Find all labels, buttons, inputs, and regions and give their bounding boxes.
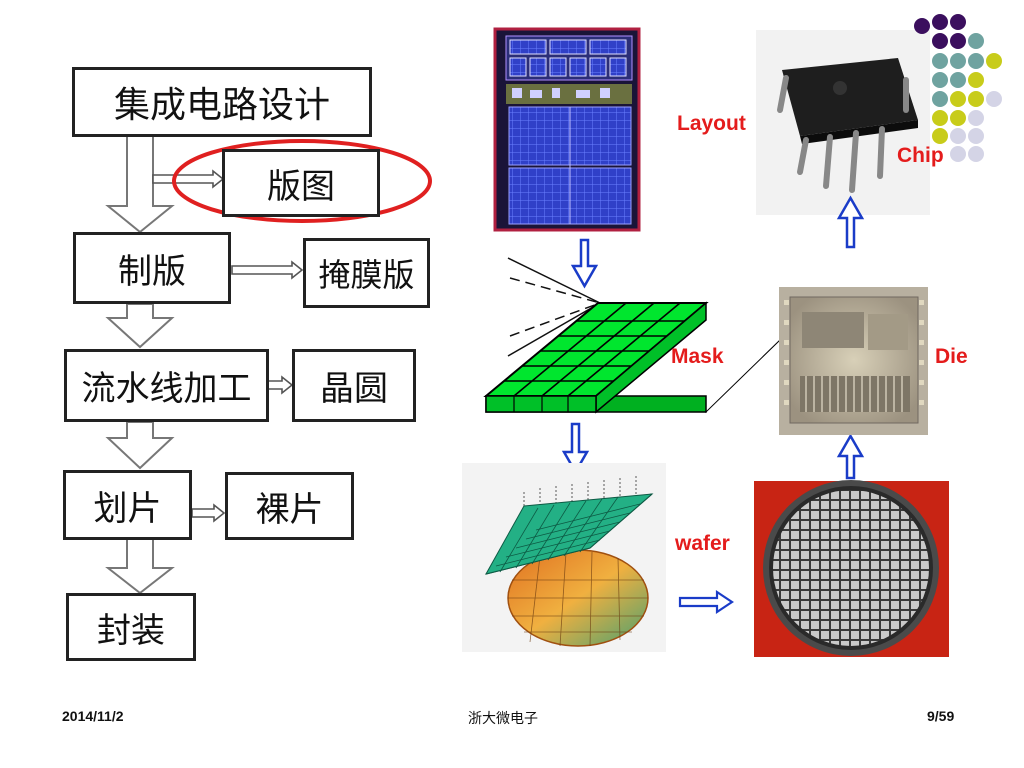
layout-box: 版图 — [222, 149, 380, 217]
chip-label: Chip — [897, 144, 944, 167]
decor-dot — [950, 146, 966, 162]
decor-dot — [932, 33, 948, 49]
layout-to-mask-arrow — [570, 238, 599, 289]
ic-design-box: 集成电路设计 — [72, 67, 372, 137]
decor-dot — [932, 53, 948, 69]
down-arrow-3 — [105, 421, 175, 470]
decor-dot — [968, 53, 984, 69]
decor-dot — [968, 128, 984, 144]
wafer-exposure-illustration — [462, 463, 666, 652]
decor-dot — [914, 18, 930, 34]
down-arrow-2 — [105, 303, 175, 349]
chip-image — [756, 30, 930, 215]
die-photo — [779, 287, 928, 435]
packaging-box: 封装 — [66, 593, 196, 661]
decor-dot — [950, 33, 966, 49]
mask-making-text: 制版 — [118, 251, 186, 292]
die-text: 裸片 — [255, 489, 324, 530]
right-arrow-layout — [152, 169, 225, 189]
ic-design-text: 集成电路设计 — [113, 85, 330, 126]
exposure-to-wafer-arrow — [678, 589, 734, 615]
wafer-label: wafer — [675, 532, 730, 555]
layout-image — [493, 27, 641, 232]
decor-dot — [932, 72, 948, 88]
down-arrow-4 — [105, 537, 175, 595]
decor-dot — [986, 53, 1002, 69]
decor-dot — [986, 91, 1002, 107]
mask-illustration — [483, 257, 819, 414]
decor-dot — [968, 110, 984, 126]
layout-label: Layout — [677, 112, 746, 135]
die-to-chip-arrow — [836, 195, 865, 249]
processing-box: 流水线加工 — [64, 349, 269, 422]
decor-dot — [950, 72, 966, 88]
wafer-box: 晶圆 — [292, 349, 416, 422]
layout-text: 版图 — [267, 166, 335, 207]
decor-dot — [932, 110, 948, 126]
packaging-text: 封装 — [97, 610, 165, 651]
processing-text: 流水线加工 — [81, 369, 252, 409]
mask-text: 掩膜版 — [318, 256, 415, 294]
highlight-ellipse — [172, 139, 432, 223]
die-label: Die — [935, 345, 968, 368]
footer-date: 2014/11/2 — [62, 708, 124, 724]
wafer-text: 晶圆 — [320, 369, 388, 409]
wafer-photo — [754, 480, 949, 657]
footer-org: 浙大微电子 — [468, 710, 538, 726]
mask-to-wafer-arrow — [561, 422, 590, 475]
decor-dot — [968, 91, 984, 107]
right-arrow-wafer — [267, 375, 294, 395]
right-arrow-mask — [231, 260, 304, 280]
decor-dot — [950, 128, 966, 144]
dicing-text: 划片 — [93, 488, 162, 529]
down-arrow-1 — [105, 135, 175, 234]
die-box: 裸片 — [225, 472, 354, 540]
decor-dot — [950, 14, 966, 30]
dicing-box: 划片 — [63, 470, 192, 540]
decor-dot — [968, 146, 984, 162]
decor-dot — [932, 14, 948, 30]
decor-dot — [950, 110, 966, 126]
footer-page-number: 9/59 — [927, 708, 955, 724]
decor-dot — [968, 72, 984, 88]
mask-label: Mask — [671, 345, 724, 368]
decor-dot — [932, 128, 948, 144]
mask-box: 掩膜版 — [303, 238, 430, 308]
decor-dot — [950, 53, 966, 69]
decor-dot — [968, 33, 984, 49]
decor-dot — [932, 91, 948, 107]
mask-making-box: 制版 — [73, 232, 231, 304]
wafer-to-die-arrow — [836, 433, 865, 480]
right-arrow-die — [191, 503, 226, 523]
decor-dot — [950, 91, 966, 107]
